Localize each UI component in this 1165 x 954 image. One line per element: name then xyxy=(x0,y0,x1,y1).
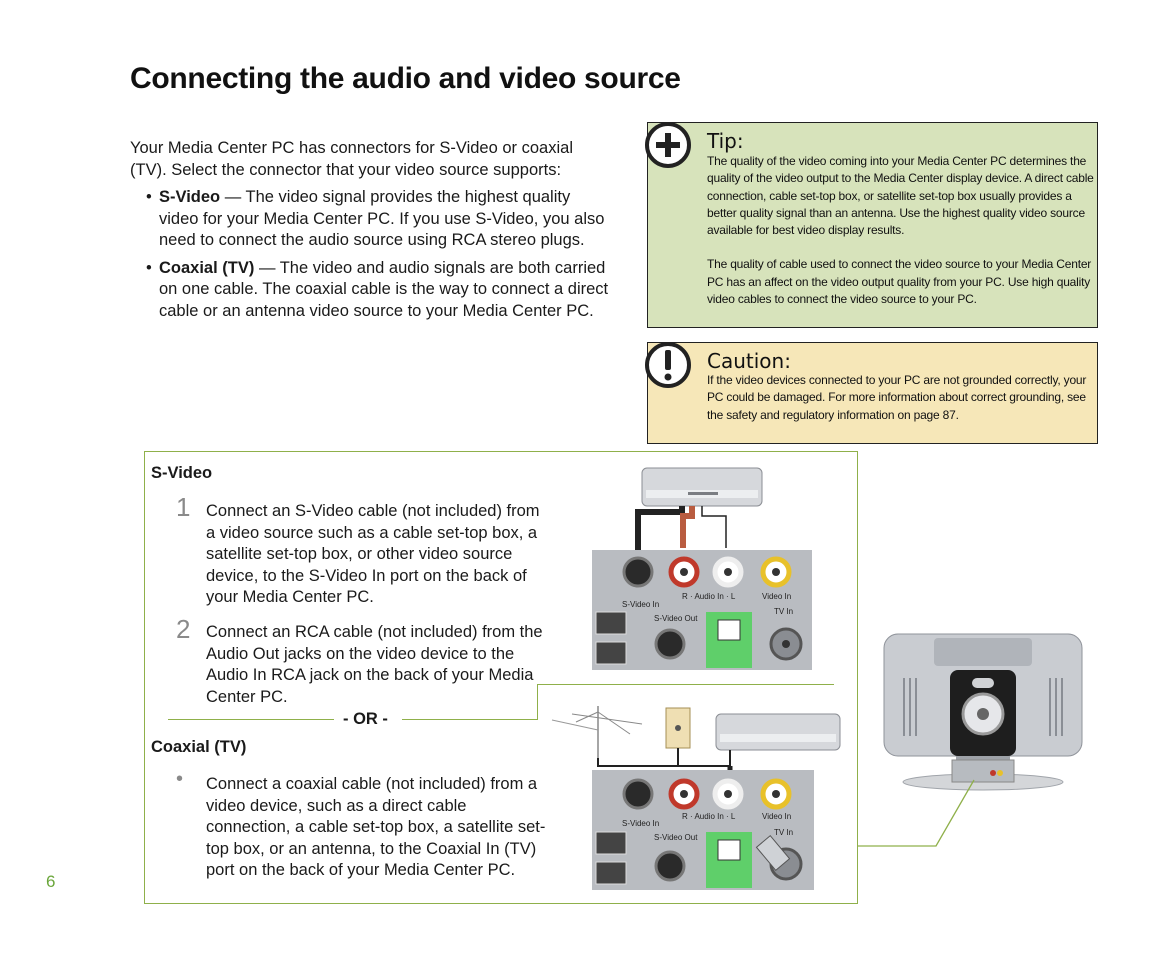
usb-port-icon xyxy=(595,641,627,665)
usb-port-icon xyxy=(595,861,627,885)
divider-line xyxy=(537,684,538,720)
caution-box: Caution: If the video devices connected … xyxy=(645,342,1098,444)
bullet-coaxial: •Coaxial (TV) — The video and audio sign… xyxy=(146,258,609,320)
tip-title: Tip: xyxy=(707,129,744,153)
caution-title: Caution: xyxy=(707,349,791,373)
svideo-connection-diagram: S-Video In R · Audio In · L Video In S-V… xyxy=(592,467,812,670)
port-label: TV In xyxy=(774,828,793,837)
set-top-box-icon xyxy=(641,467,763,507)
media-center-pc-back-image xyxy=(883,633,1083,791)
caution-text: If the video devices connected to your P… xyxy=(707,373,1087,422)
svideo-port-icon xyxy=(622,556,654,588)
intro-paragraph: Your Media Center PC has connectors for … xyxy=(130,139,573,179)
io-panel xyxy=(592,550,812,670)
bullet-text: — The video and audio signals are both c… xyxy=(159,258,609,320)
svideo-out-port-icon xyxy=(654,628,686,660)
divider-line xyxy=(537,684,834,685)
port-label: Video In xyxy=(762,592,791,601)
wall-plate-icon xyxy=(665,707,691,749)
divider-line xyxy=(402,719,538,720)
svideo-heading: S-Video xyxy=(151,464,213,482)
coax-plug-icon xyxy=(755,835,791,871)
divider-line xyxy=(168,719,334,720)
port-label: TV In xyxy=(774,607,793,616)
callout-line xyxy=(858,779,975,847)
usb-port-icon xyxy=(595,831,627,855)
port-label: S-Video Out xyxy=(654,833,698,842)
coax-text: Connect a coaxial cable (not included) f… xyxy=(206,775,546,879)
page-number: 6 xyxy=(46,872,56,891)
port-label: S-Video In xyxy=(622,600,659,609)
port-label: Video In xyxy=(762,812,791,821)
bullet-svideo: •S-Video — The video signal provides the… xyxy=(146,188,605,249)
usb-port-icon xyxy=(595,611,627,635)
svideo-port-icon xyxy=(622,778,654,810)
instruction-panel xyxy=(144,451,858,904)
port-label: S-Video Out xyxy=(654,614,698,623)
bullet-term: Coaxial (TV) xyxy=(159,258,255,277)
io-panel xyxy=(592,770,814,890)
port-label: S-Video In xyxy=(622,819,659,828)
step-2-text: Connect an RCA cable (not included) from… xyxy=(206,623,543,706)
tip-paragraph-1: The quality of the video coming into you… xyxy=(707,154,1094,238)
intro-section: Your Media Center PC has connectors for … xyxy=(130,138,610,322)
bullet-text: — The video signal provides the highest … xyxy=(159,188,605,249)
antenna-icon xyxy=(551,706,643,758)
coax-connection-diagram: S-Video In R · Audio In · L Video In S-V… xyxy=(551,706,841,890)
tip-paragraph-2: The quality of cable used to connect the… xyxy=(707,257,1092,307)
or-divider: - OR - xyxy=(343,710,388,728)
page-title: Connecting the audio and video source xyxy=(130,62,681,95)
coax-bullet: • xyxy=(176,768,184,790)
tip-box: Tip: The quality of the video coming int… xyxy=(645,122,1098,328)
step-1-text: Connect an S-Video cable (not included) … xyxy=(206,502,540,606)
step-number: 2 xyxy=(176,614,191,644)
plus-icon xyxy=(645,122,691,168)
svideo-out-port-icon xyxy=(654,850,686,882)
bullet-term: S-Video xyxy=(159,188,221,206)
coax-heading: Coaxial (TV) xyxy=(151,738,247,756)
port-label: R · Audio In · L xyxy=(682,592,736,601)
step-number: 1 xyxy=(176,492,191,522)
tip-text: The quality of the video coming into you… xyxy=(707,153,1097,308)
exclamation-icon xyxy=(645,342,691,388)
port-label: R · Audio In · L xyxy=(682,812,736,821)
set-top-box-icon xyxy=(715,713,841,751)
